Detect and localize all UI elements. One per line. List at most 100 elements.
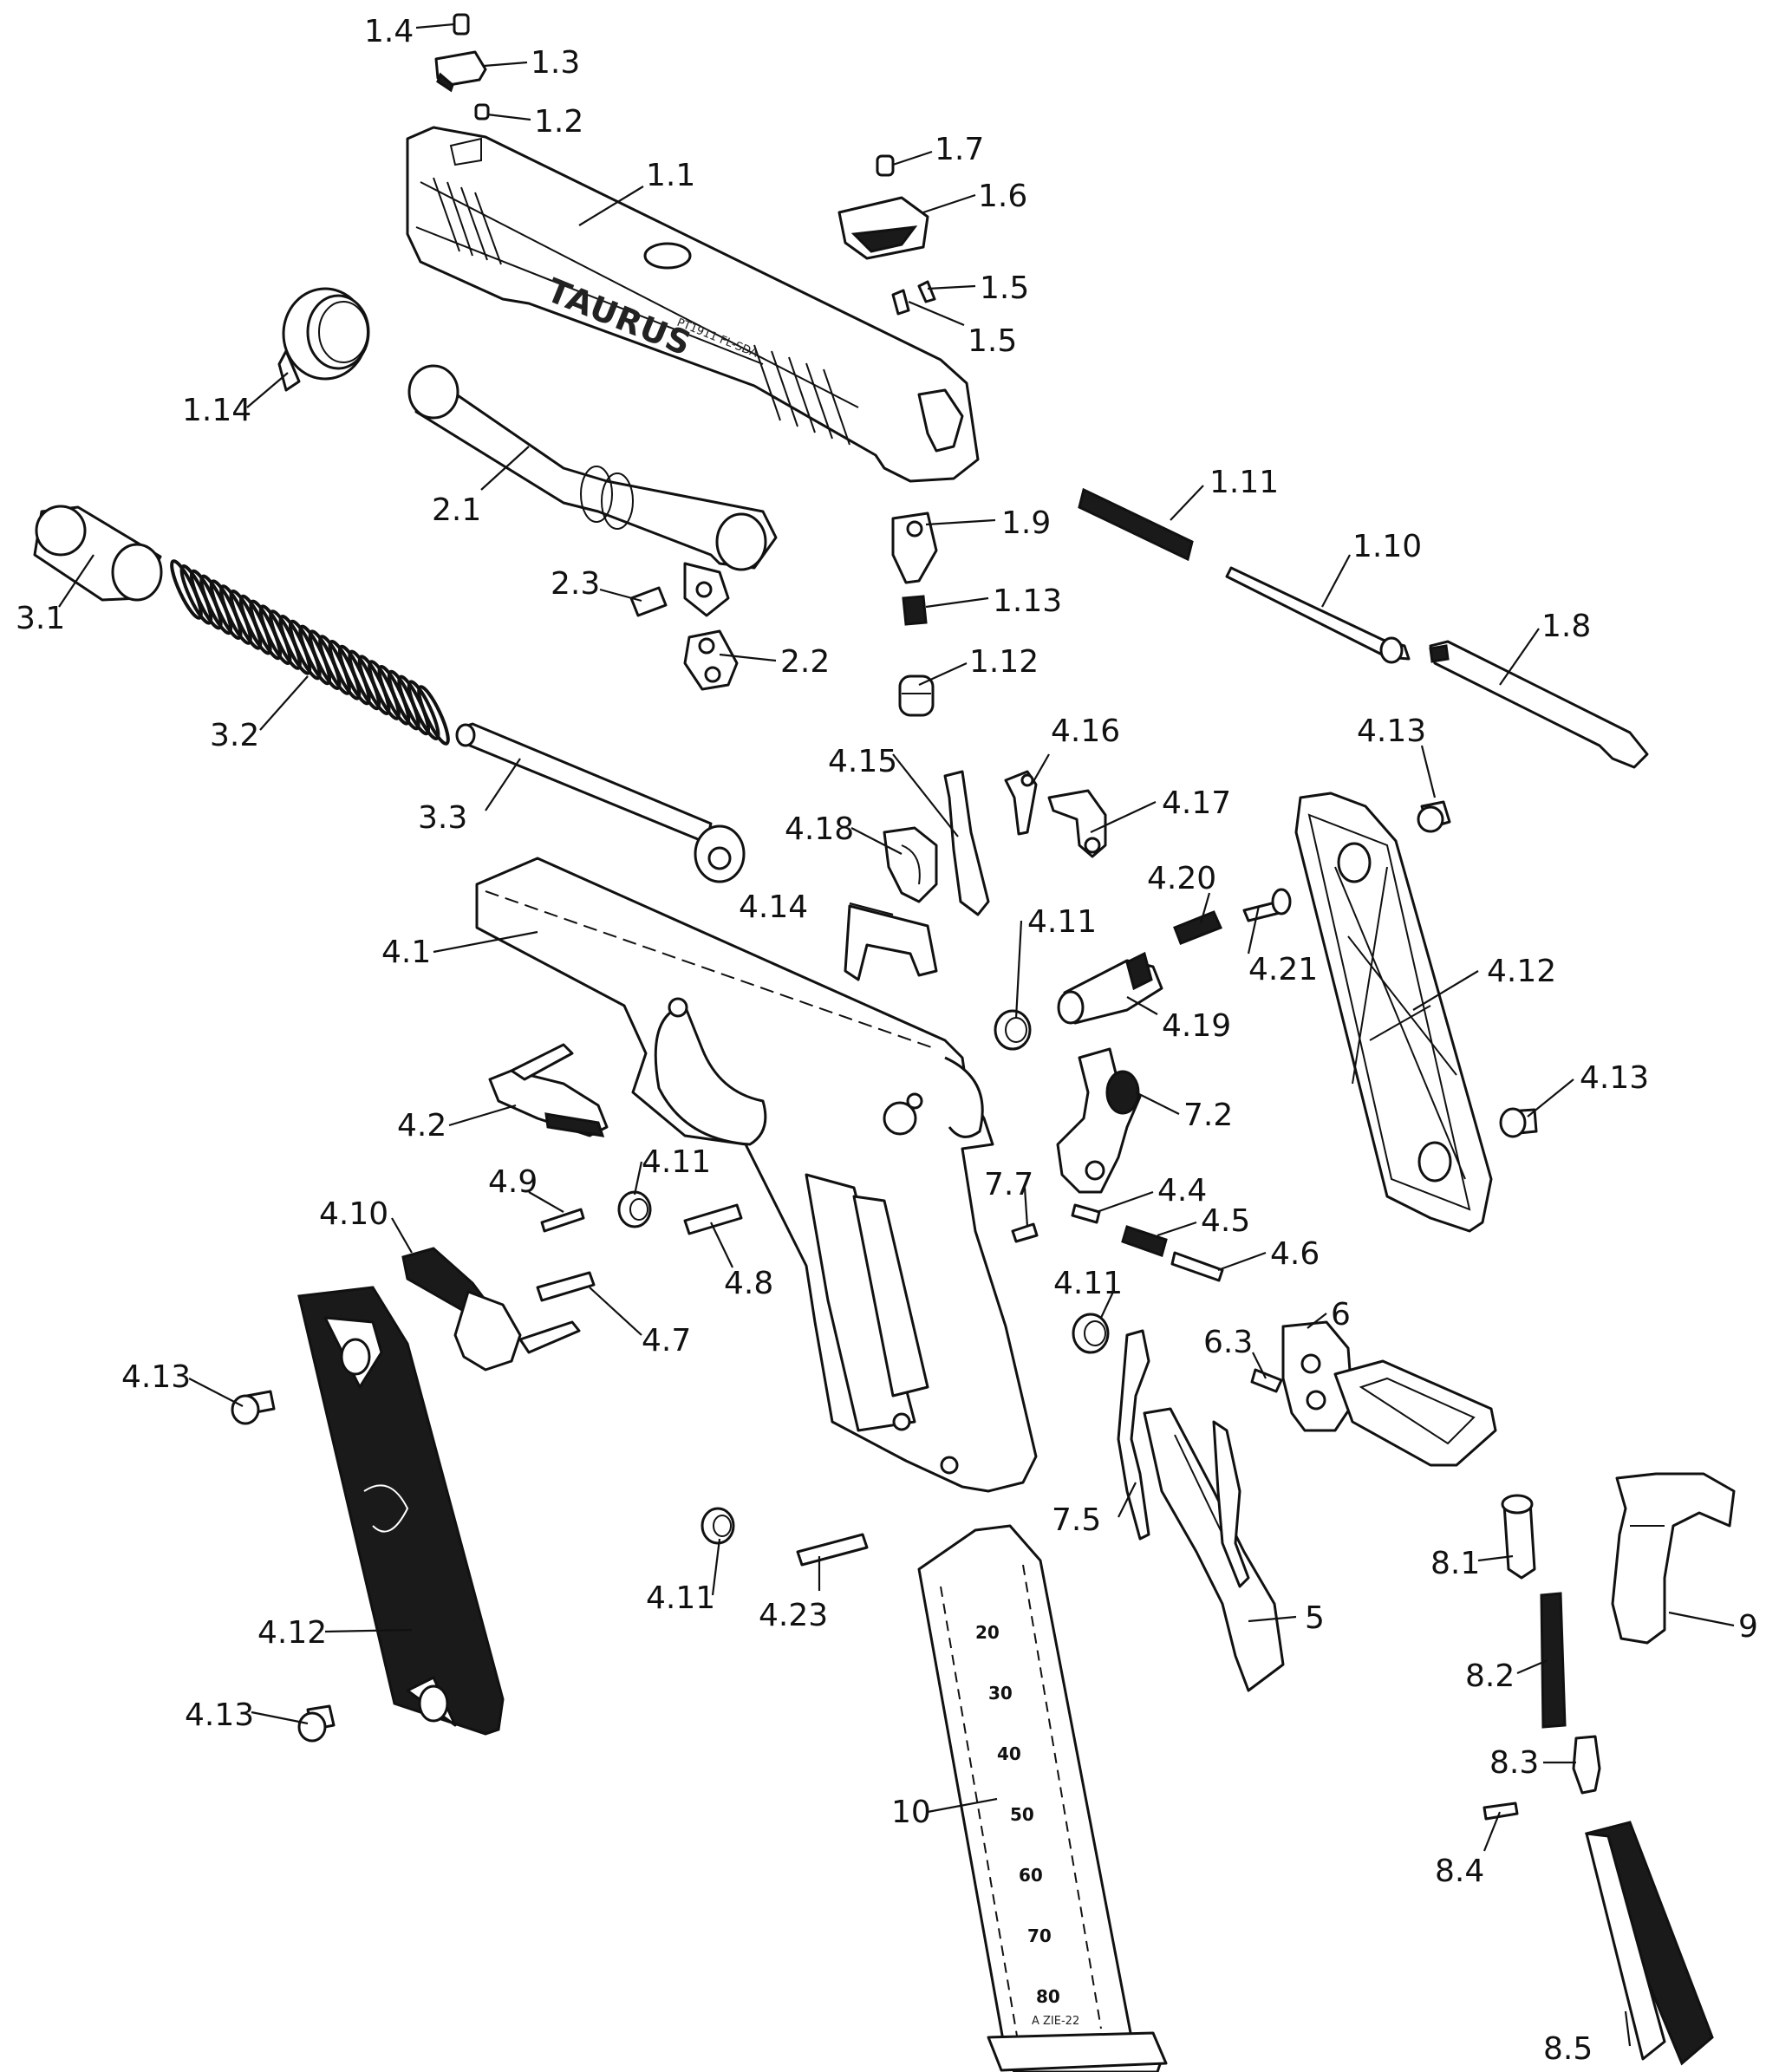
label-9: 9 — [1738, 1609, 1758, 1645]
part-4-4-plunger — [1071, 1203, 1101, 1224]
part-4-13-screw-c — [231, 1390, 276, 1425]
part-4-12-left-grip — [297, 1286, 505, 1736]
spring-coil — [407, 680, 440, 741]
part-1-8-extractor — [1429, 640, 1649, 769]
part-4-19-hammer-strut — [1057, 951, 1163, 1025]
label-6: 6 — [1331, 1297, 1351, 1332]
label-1-7: 1.7 — [935, 132, 984, 167]
label-8-1: 8.1 — [1430, 1546, 1480, 1581]
label-4-10: 4.10 — [319, 1196, 388, 1232]
part-labels: 1.4 1.3 1.2 1.1 1.7 1.6 1.5 1.5 1.14 2.1… — [16, 14, 1758, 2067]
label-4-11-d: 4.11 — [646, 1580, 715, 1616]
label-1-13: 1.13 — [993, 583, 1062, 619]
part-4-13-screw-a — [1417, 800, 1451, 833]
label-4-6: 4.6 — [1270, 1236, 1320, 1272]
label-4-1: 4.1 — [381, 935, 431, 970]
label-4-11-b: 4.11 — [642, 1144, 711, 1180]
part-4-11-bushing-a — [994, 1009, 1032, 1051]
label-4-23: 4.23 — [759, 1598, 828, 1633]
label-3-2: 3.2 — [210, 718, 259, 753]
label-1-4: 1.4 — [364, 14, 414, 49]
spring-coil — [417, 685, 450, 746]
label-4-14: 4.14 — [739, 889, 808, 925]
label-7-7: 7.7 — [984, 1167, 1033, 1202]
part-9-grip-safety — [1611, 1472, 1736, 1645]
part-1-5-blade-a — [917, 280, 936, 303]
label-7-5: 7.5 — [1052, 1502, 1101, 1538]
part-4-7-pin — [536, 1271, 596, 1302]
label-8-2: 8.2 — [1465, 1658, 1515, 1694]
label-6-3: 6.3 — [1203, 1325, 1253, 1360]
label-4-2: 4.2 — [397, 1108, 446, 1144]
label-4-13-c: 4.13 — [121, 1359, 191, 1395]
leader-lines — [58, 23, 1735, 2047]
part-1-7-screw — [876, 154, 895, 177]
label-4-9: 4.9 — [488, 1164, 538, 1200]
part-4-20-spring — [1173, 910, 1223, 945]
part-4-2-slide-stop — [488, 1043, 609, 1137]
part-8-3-cap — [1572, 1735, 1601, 1795]
label-1-12: 1.12 — [969, 644, 1039, 680]
magazine-mark-60: 60 — [1019, 1865, 1043, 1886]
magazine-mark-40: 40 — [997, 1743, 1021, 1764]
label-3-1: 3.1 — [16, 601, 65, 636]
part-2-1-barrel — [407, 364, 778, 617]
part-8-5-housing — [1584, 1821, 1714, 2066]
part-4-23-pin — [796, 1533, 869, 1567]
part-1-10-firing-pin — [1225, 566, 1411, 664]
label-1-11: 1.11 — [1209, 465, 1279, 500]
part-1-12-plunger — [898, 674, 935, 717]
magazine-base-text: A ZIE-22 — [1032, 2015, 1079, 2028]
label-4-16: 4.16 — [1051, 713, 1120, 749]
label-1-5-b: 1.5 — [968, 323, 1017, 359]
label-1-14: 1.14 — [182, 393, 251, 428]
part-4-12-right-grip — [1294, 792, 1493, 1233]
part-4-17-sear-lever — [1047, 789, 1107, 858]
part-1-5-blade-b — [891, 289, 910, 316]
part-2-2-link — [683, 629, 739, 691]
part-6-3-pin — [1250, 1368, 1283, 1393]
part-7-7-pin — [1011, 1222, 1039, 1243]
part-4-18-sear — [883, 826, 938, 903]
magazine-mark-50: 50 — [1010, 1804, 1034, 1825]
part-4-15-disconnector — [943, 770, 990, 916]
part-4-9-pin — [540, 1208, 585, 1233]
label-2-3: 2.3 — [551, 566, 600, 602]
part-1-4-screw — [453, 13, 470, 36]
label-10: 10 — [891, 1795, 931, 1830]
magazine-mark-70: 70 — [1027, 1925, 1052, 1946]
label-4-11-a: 4.11 — [1027, 904, 1097, 940]
label-1-5-a: 1.5 — [980, 270, 1029, 306]
label-4-11-c: 4.11 — [1053, 1266, 1123, 1301]
label-2-2: 2.2 — [780, 644, 830, 680]
label-1-6: 1.6 — [978, 179, 1027, 214]
label-4-4: 4.4 — [1157, 1173, 1207, 1209]
label-1-1: 1.1 — [646, 158, 695, 193]
part-6-mag-release — [1281, 1320, 1497, 1467]
part-8-1-pin — [1501, 1494, 1536, 1580]
part-1-13-spring — [902, 595, 928, 626]
part-4-10-safety — [401, 1247, 581, 1372]
label-4-12-a: 4.12 — [1487, 954, 1556, 989]
part-8-2-spring — [1540, 1592, 1567, 1729]
part-2-3-pin — [629, 586, 668, 617]
part-4-16-lever — [1004, 770, 1038, 836]
label-4-13-b: 4.13 — [1580, 1060, 1649, 1096]
label-4-12-b: 4.12 — [257, 1615, 327, 1651]
part-3-2-recoil-spring — [170, 559, 450, 746]
label-8-3: 8.3 — [1489, 1745, 1539, 1781]
label-1-2: 1.2 — [534, 104, 583, 140]
label-4-13-d: 4.13 — [185, 1697, 254, 1733]
label-4-19: 4.19 — [1162, 1008, 1231, 1044]
part-1-3-front-sight — [434, 50, 487, 93]
part-7-2-hammer — [1056, 1047, 1142, 1194]
part-1-14-bushing — [277, 287, 370, 392]
label-3-3: 3.3 — [418, 800, 467, 836]
label-4-18: 4.18 — [785, 811, 854, 847]
part-1-9-plate — [891, 511, 938, 584]
part-7-5-spring — [1117, 1329, 1150, 1541]
label-4-20: 4.20 — [1147, 861, 1216, 896]
label-4-15: 4.15 — [828, 744, 897, 779]
label-1-8: 1.8 — [1541, 609, 1591, 644]
